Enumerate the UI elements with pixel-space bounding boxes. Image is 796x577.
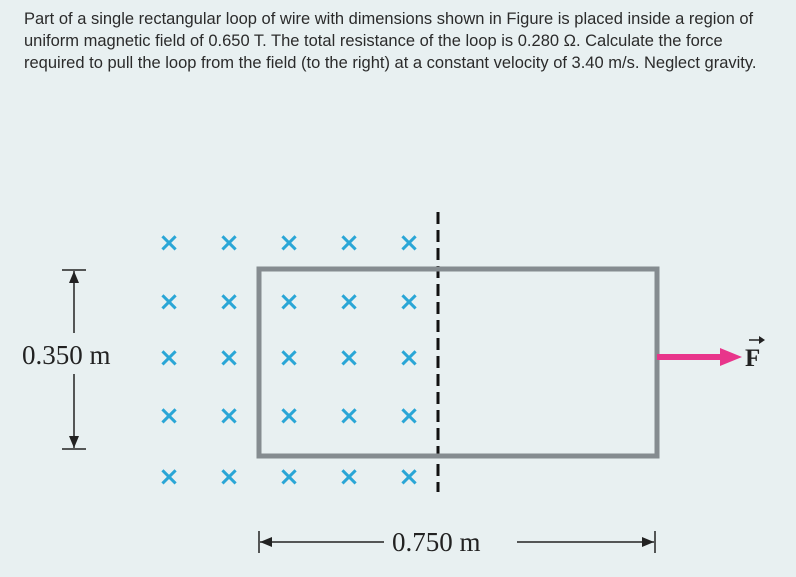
force-label-text: F <box>745 345 760 372</box>
field-x-mark: × <box>398 287 420 317</box>
field-x-mark: × <box>158 401 180 431</box>
width-label: 0.750 m <box>392 527 481 557</box>
field-x-mark: × <box>398 462 420 492</box>
field-x-mark: × <box>398 228 420 258</box>
field-x-mark: × <box>218 228 240 258</box>
field-x-mark: × <box>278 401 300 431</box>
field-x-mark: × <box>338 462 360 492</box>
field-x-mark: × <box>338 287 360 317</box>
field-x-mark: × <box>338 401 360 431</box>
field-x-mark: × <box>398 401 420 431</box>
force-label: F <box>745 336 765 372</box>
field-x-mark: × <box>158 343 180 373</box>
field-x-mark: × <box>278 343 300 373</box>
field-x-mark: × <box>158 287 180 317</box>
height-dimension: 0.350 m <box>22 269 111 450</box>
field-x-mark: × <box>158 228 180 258</box>
force-arrow <box>657 348 742 366</box>
field-x-mark: × <box>218 462 240 492</box>
field-x-mark: × <box>218 287 240 317</box>
field-x-mark: × <box>338 228 360 258</box>
field-x-mark: × <box>218 343 240 373</box>
field-x-mark: × <box>338 343 360 373</box>
magnetic-field-region: × × × × × × × × × × × × × × × × × × × × × × × × × <box>158 228 420 492</box>
wire-loop <box>256 266 660 459</box>
field-x-mark: × <box>398 343 420 373</box>
field-x-mark: × <box>278 287 300 317</box>
width-dimension: 0.750 m <box>258 527 656 557</box>
field-x-mark: × <box>278 462 300 492</box>
field-x-mark: × <box>278 228 300 258</box>
field-x-mark: × <box>158 462 180 492</box>
height-label: 0.350 m <box>22 340 111 370</box>
field-x-mark: × <box>218 401 240 431</box>
problem-statement: Part of a single rectangular loop of wir… <box>24 10 757 72</box>
